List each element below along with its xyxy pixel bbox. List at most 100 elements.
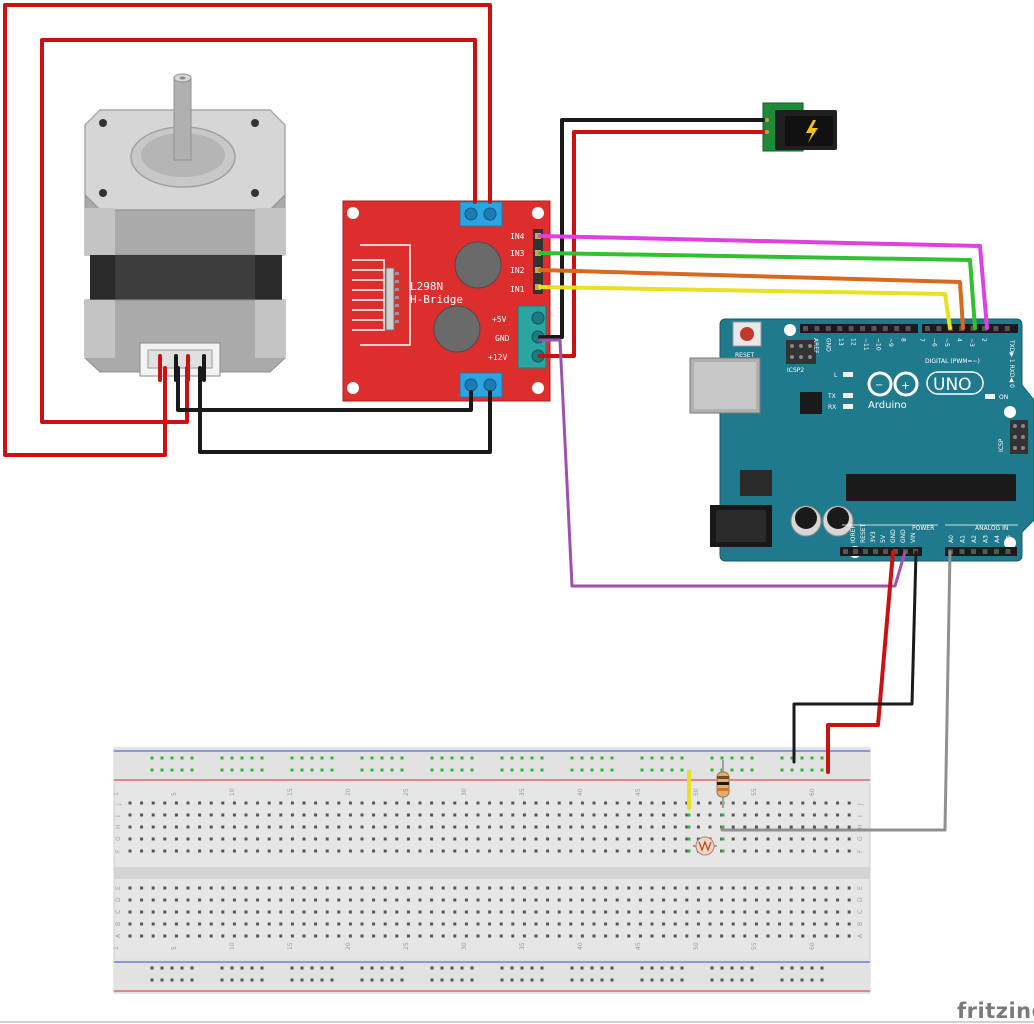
strip-hole[interactable] [430, 813, 434, 817]
strip-hole[interactable] [673, 849, 677, 853]
strip-hole[interactable] [360, 837, 364, 841]
strip-hole[interactable] [198, 825, 202, 829]
strip-hole[interactable] [383, 934, 387, 938]
strip-hole[interactable] [395, 934, 399, 938]
strip-hole[interactable] [778, 825, 782, 829]
rail-hole[interactable] [190, 966, 194, 970]
strip-hole[interactable] [615, 910, 619, 914]
strip-hole[interactable] [186, 898, 190, 902]
strip-hole[interactable] [360, 910, 364, 914]
strip-hole[interactable] [720, 934, 724, 938]
strip-hole[interactable] [754, 934, 758, 938]
header-pin[interactable] [814, 326, 820, 331]
strip-hole[interactable] [244, 934, 248, 938]
rail-hole[interactable] [370, 966, 374, 970]
strip-hole[interactable] [801, 801, 805, 805]
strip-hole[interactable] [604, 801, 608, 805]
strip-hole[interactable] [569, 801, 573, 805]
strip-hole[interactable] [569, 922, 573, 926]
strip-hole[interactable] [221, 837, 225, 841]
strip-hole[interactable] [522, 898, 526, 902]
rail-hole[interactable] [360, 966, 364, 970]
strip-hole[interactable] [360, 934, 364, 938]
strip-hole[interactable] [638, 934, 642, 938]
strip-hole[interactable] [685, 886, 689, 890]
rail-hole[interactable] [320, 978, 324, 982]
strip-hole[interactable] [789, 886, 793, 890]
strip-hole[interactable] [279, 886, 283, 890]
strip-hole[interactable] [546, 886, 550, 890]
strip-hole[interactable] [650, 910, 654, 914]
strip-hole[interactable] [743, 813, 747, 817]
strip-hole[interactable] [256, 898, 260, 902]
strip-hole[interactable] [441, 934, 445, 938]
strip-hole[interactable] [464, 849, 468, 853]
strip-hole[interactable] [186, 886, 190, 890]
strip-hole[interactable] [372, 825, 376, 829]
strip-hole[interactable] [128, 934, 132, 938]
strip-hole[interactable] [824, 886, 828, 890]
strip-hole[interactable] [314, 813, 318, 817]
strip-hole[interactable] [151, 934, 155, 938]
strip-hole[interactable] [801, 813, 805, 817]
strip-hole[interactable] [754, 825, 758, 829]
strip-hole[interactable] [232, 898, 236, 902]
strip-hole[interactable] [232, 886, 236, 890]
strip-hole[interactable] [302, 934, 306, 938]
strip-hole[interactable] [302, 825, 306, 829]
strip-hole[interactable] [511, 922, 515, 926]
rail-hole[interactable] [660, 966, 664, 970]
strip-hole[interactable] [627, 849, 631, 853]
rail-hole[interactable] [380, 978, 384, 982]
rail-hole[interactable] [470, 966, 474, 970]
rail-hole[interactable] [710, 966, 714, 970]
rail-hole[interactable] [570, 978, 574, 982]
strip-hole[interactable] [186, 922, 190, 926]
strip-hole[interactable] [592, 837, 596, 841]
strip-hole[interactable] [836, 849, 840, 853]
strip-hole[interactable] [488, 910, 492, 914]
strip-hole[interactable] [604, 886, 608, 890]
header-pin[interactable] [905, 326, 911, 331]
strip-hole[interactable] [395, 849, 399, 853]
strip-hole[interactable] [580, 849, 584, 853]
strip-hole[interactable] [511, 886, 515, 890]
strip-hole[interactable] [592, 898, 596, 902]
strip-hole[interactable] [290, 813, 294, 817]
strip-hole[interactable] [209, 801, 213, 805]
strip-hole[interactable] [569, 825, 573, 829]
header-pin[interactable] [936, 326, 942, 331]
strip-hole[interactable] [801, 910, 805, 914]
strip-hole[interactable] [546, 825, 550, 829]
strip-hole[interactable] [279, 849, 283, 853]
strip-hole[interactable] [650, 813, 654, 817]
strip-hole[interactable] [128, 837, 132, 841]
strip-hole[interactable] [731, 837, 735, 841]
strip-hole[interactable] [824, 849, 828, 853]
strip-hole[interactable] [476, 825, 480, 829]
strip-hole[interactable] [778, 922, 782, 926]
strip-hole[interactable] [256, 801, 260, 805]
strip-hole[interactable] [163, 934, 167, 938]
strip-hole[interactable] [685, 801, 689, 805]
strip-hole[interactable] [279, 898, 283, 902]
strip-hole[interactable] [627, 934, 631, 938]
strip-hole[interactable] [778, 849, 782, 853]
strip-hole[interactable] [209, 898, 213, 902]
strip-hole[interactable] [824, 801, 828, 805]
rail-hole[interactable] [220, 978, 224, 982]
strip-hole[interactable] [801, 837, 805, 841]
strip-hole[interactable] [256, 922, 260, 926]
strip-hole[interactable] [198, 934, 202, 938]
strip-hole[interactable] [766, 849, 770, 853]
rail-hole[interactable] [320, 966, 324, 970]
strip-hole[interactable] [383, 813, 387, 817]
strip-hole[interactable] [696, 886, 700, 890]
wire-in1[interactable] [538, 285, 952, 330]
strip-hole[interactable] [638, 801, 642, 805]
strip-hole[interactable] [279, 934, 283, 938]
strip-hole[interactable] [812, 910, 816, 914]
strip-hole[interactable] [789, 934, 793, 938]
strip-hole[interactable] [395, 910, 399, 914]
strip-hole[interactable] [604, 825, 608, 829]
